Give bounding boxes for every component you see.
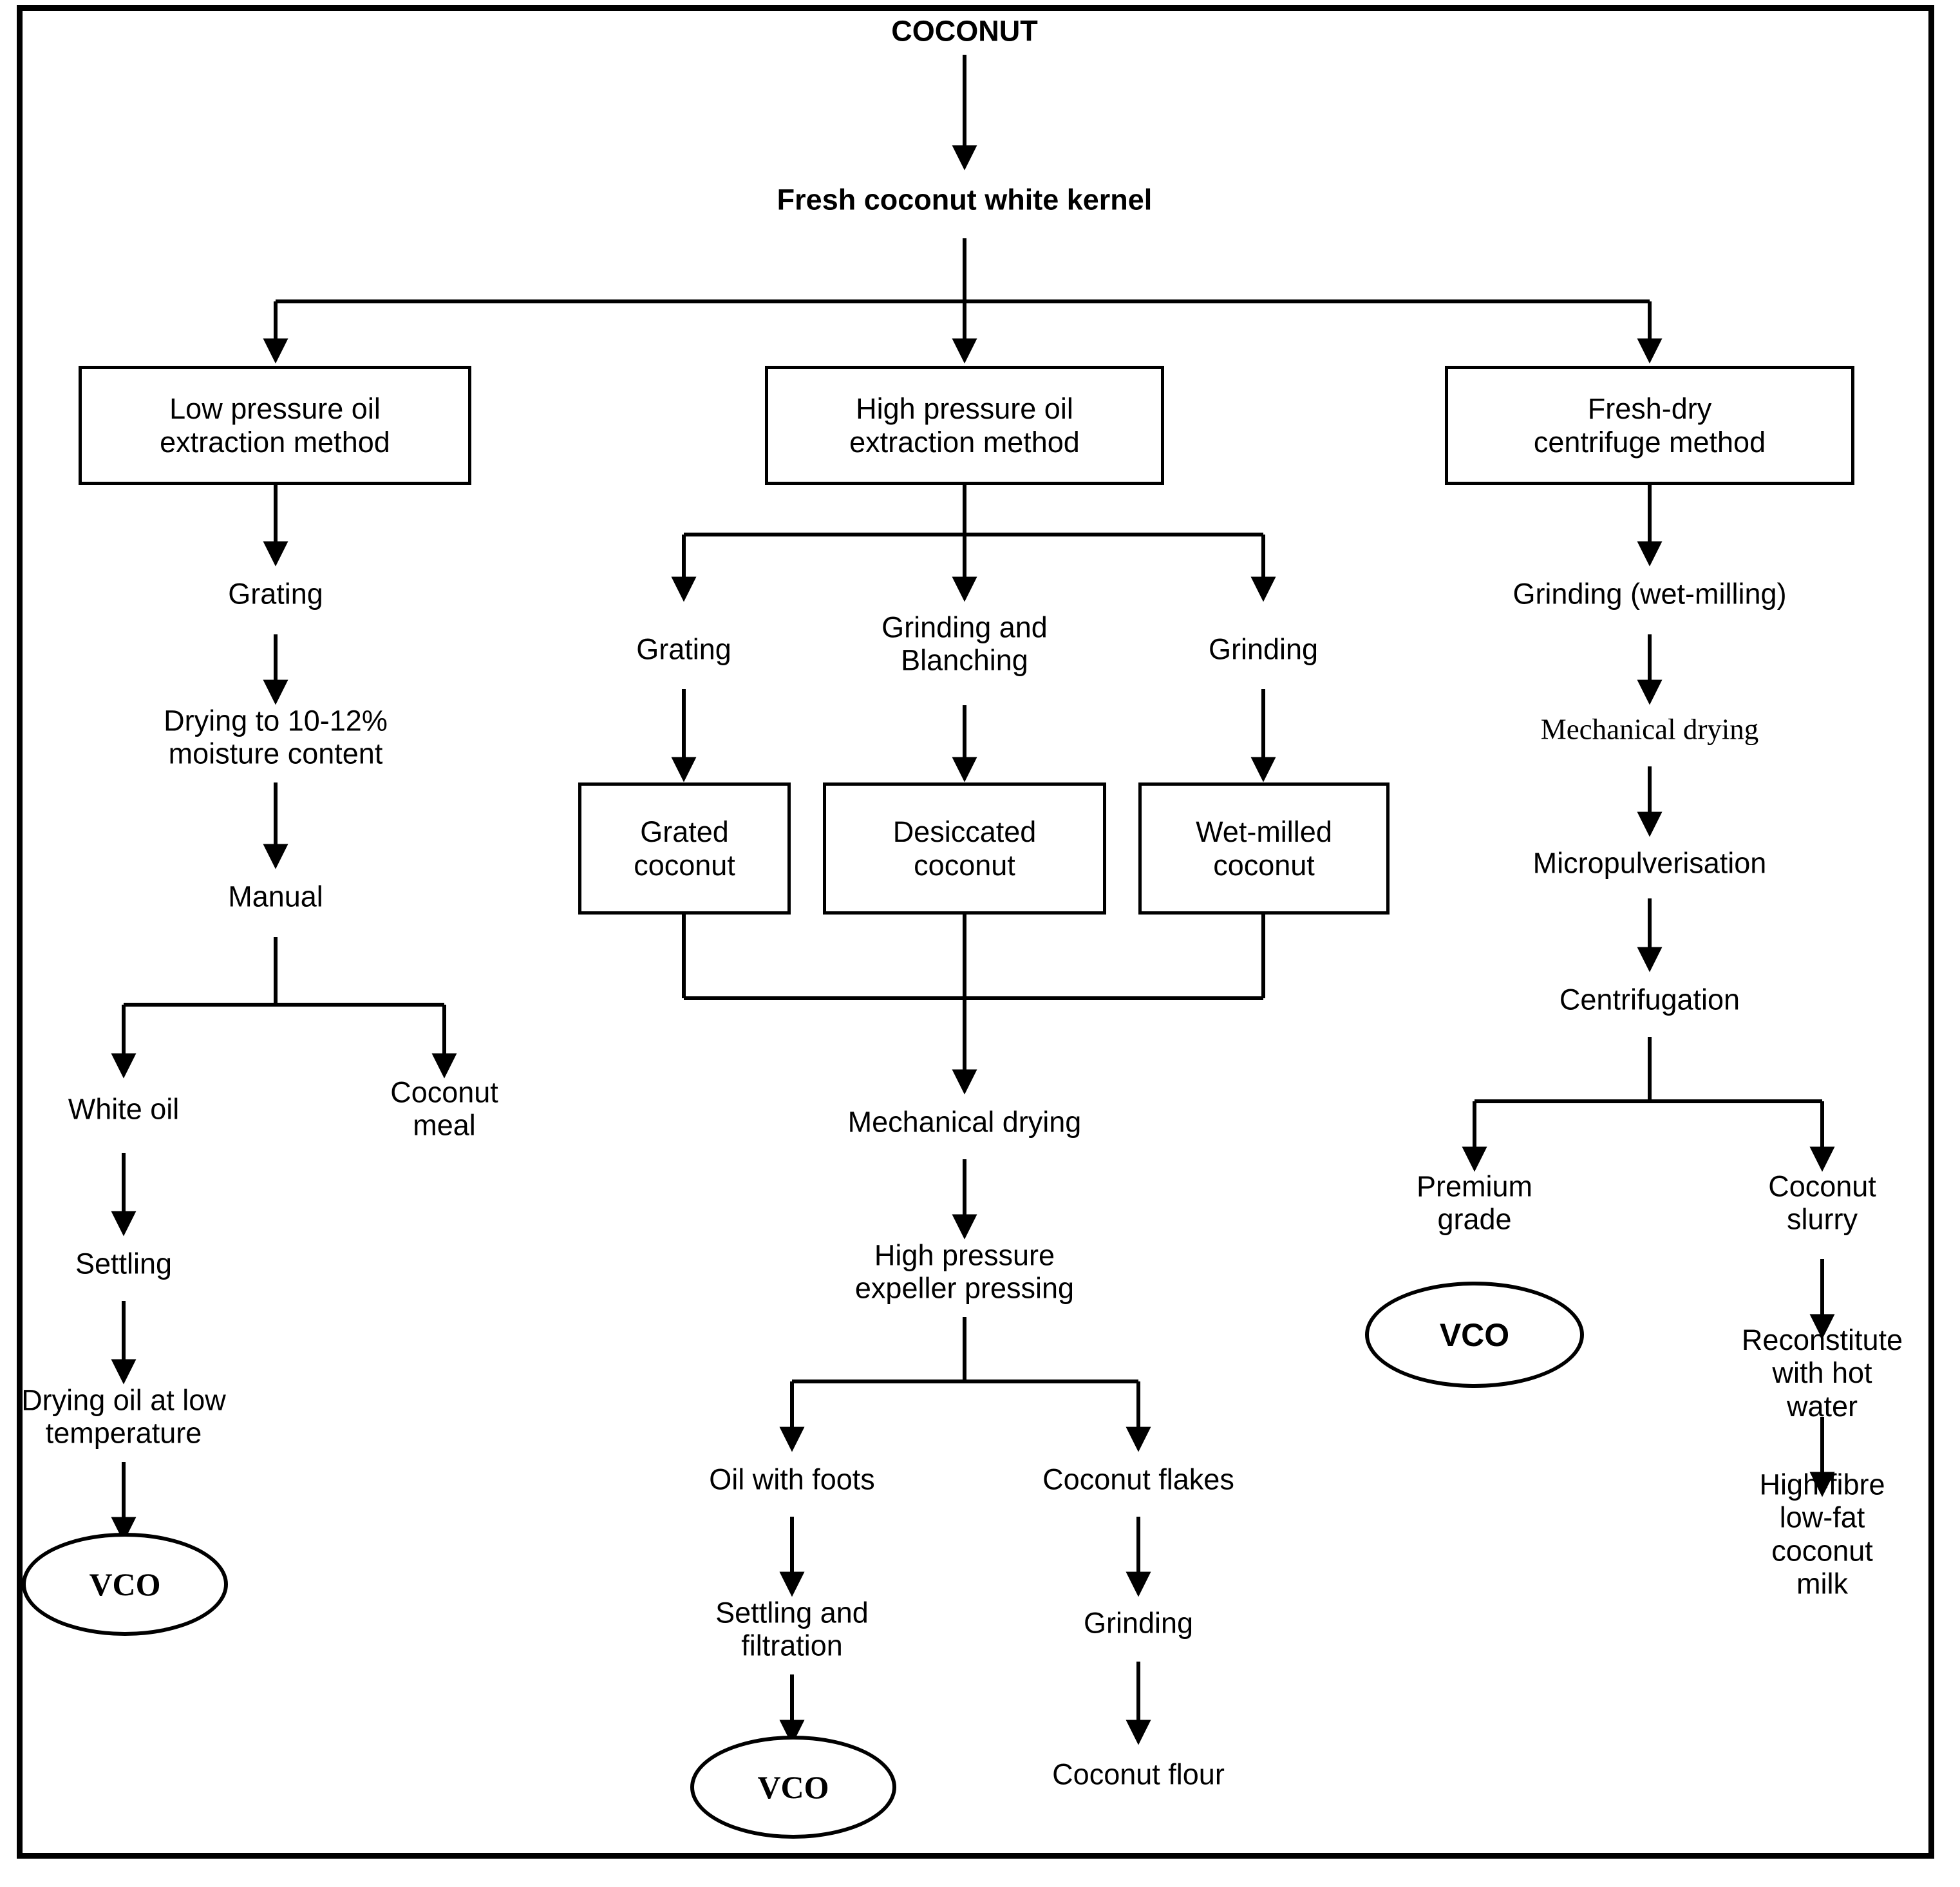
node-right-reconstitute-hot-water: Reconstitute with hot water (1741, 1323, 1903, 1423)
node-left-white-oil: White oil (68, 1092, 180, 1126)
node-mid-mechanical-drying: Mechanical drying (847, 1105, 1082, 1139)
node-left-coconut-meal: Coconut meal (390, 1076, 498, 1142)
node-right-premium-grade: Premium grade (1416, 1170, 1533, 1236)
node-mid-coconut-flour: Coconut flour (1052, 1758, 1225, 1791)
node-mid-grinding: Grinding (1208, 632, 1319, 666)
node-right-micropulverisation: Micropulverisation (1532, 846, 1767, 880)
node-right-centrifugation: Centrifugation (1559, 983, 1740, 1016)
node-mid-grinding-and-blanching: Grinding and Blanching (881, 611, 1048, 677)
node-mid-coconut-flakes: Coconut flakes (1042, 1463, 1234, 1496)
node-left-drying-oil-low-temp: Drying oil at low temperature (21, 1383, 226, 1450)
node-left-grating: Grating (228, 577, 323, 611)
node-fresh-coconut-kernel: Fresh coconut white kernel (777, 183, 1153, 216)
node-mid-settling-and-filtration: Settling and filtration (715, 1596, 869, 1662)
oval-left-vco[interactable]: VCO (22, 1533, 228, 1636)
node-left-drying-moisture: Drying to 10-12% moisture content (164, 704, 388, 770)
box-high-pressure-oil-extraction-method[interactable]: High pressure oil extraction method (765, 366, 1164, 485)
node-mid-oil-with-foots: Oil with foots (709, 1463, 875, 1496)
box-fresh-dry-centrifuge-method[interactable]: Fresh-dry centrifuge method (1445, 366, 1854, 485)
oval-mid-vco[interactable]: VCO (690, 1736, 896, 1839)
node-mid-grating: Grating (636, 632, 731, 666)
node-right-grinding-wet-milling: Grinding (wet-milling) (1512, 577, 1787, 611)
node-right-mechanical-drying: Mechanical drying (1540, 713, 1759, 746)
node-left-settling: Settling (75, 1247, 173, 1280)
node-mid-high-pressure-expeller-pressing: High pressure expeller pressing (854, 1238, 1075, 1305)
box-low-pressure-oil-extraction-method[interactable]: Low pressure oil extraction method (79, 366, 471, 485)
diagram-frame (17, 5, 1934, 1859)
box-desiccated-coconut[interactable]: Desiccated coconut (823, 782, 1106, 915)
box-wet-milled-coconut[interactable]: Wet-milled coconut (1138, 782, 1390, 915)
node-right-coconut-slurry: Coconut slurry (1768, 1170, 1876, 1236)
box-grated-coconut[interactable]: Grated coconut (578, 782, 791, 915)
oval-right-vco[interactable]: VCO (1365, 1282, 1584, 1388)
node-mid-grinding-2: Grinding (1083, 1606, 1194, 1640)
node-left-manual: Manual (228, 880, 323, 913)
node-coconut: COCONUT (891, 14, 1038, 48)
node-right-high-fibre-low-fat-coconut-milk: High-fibre low-fat coconut milk (1759, 1468, 1885, 1600)
